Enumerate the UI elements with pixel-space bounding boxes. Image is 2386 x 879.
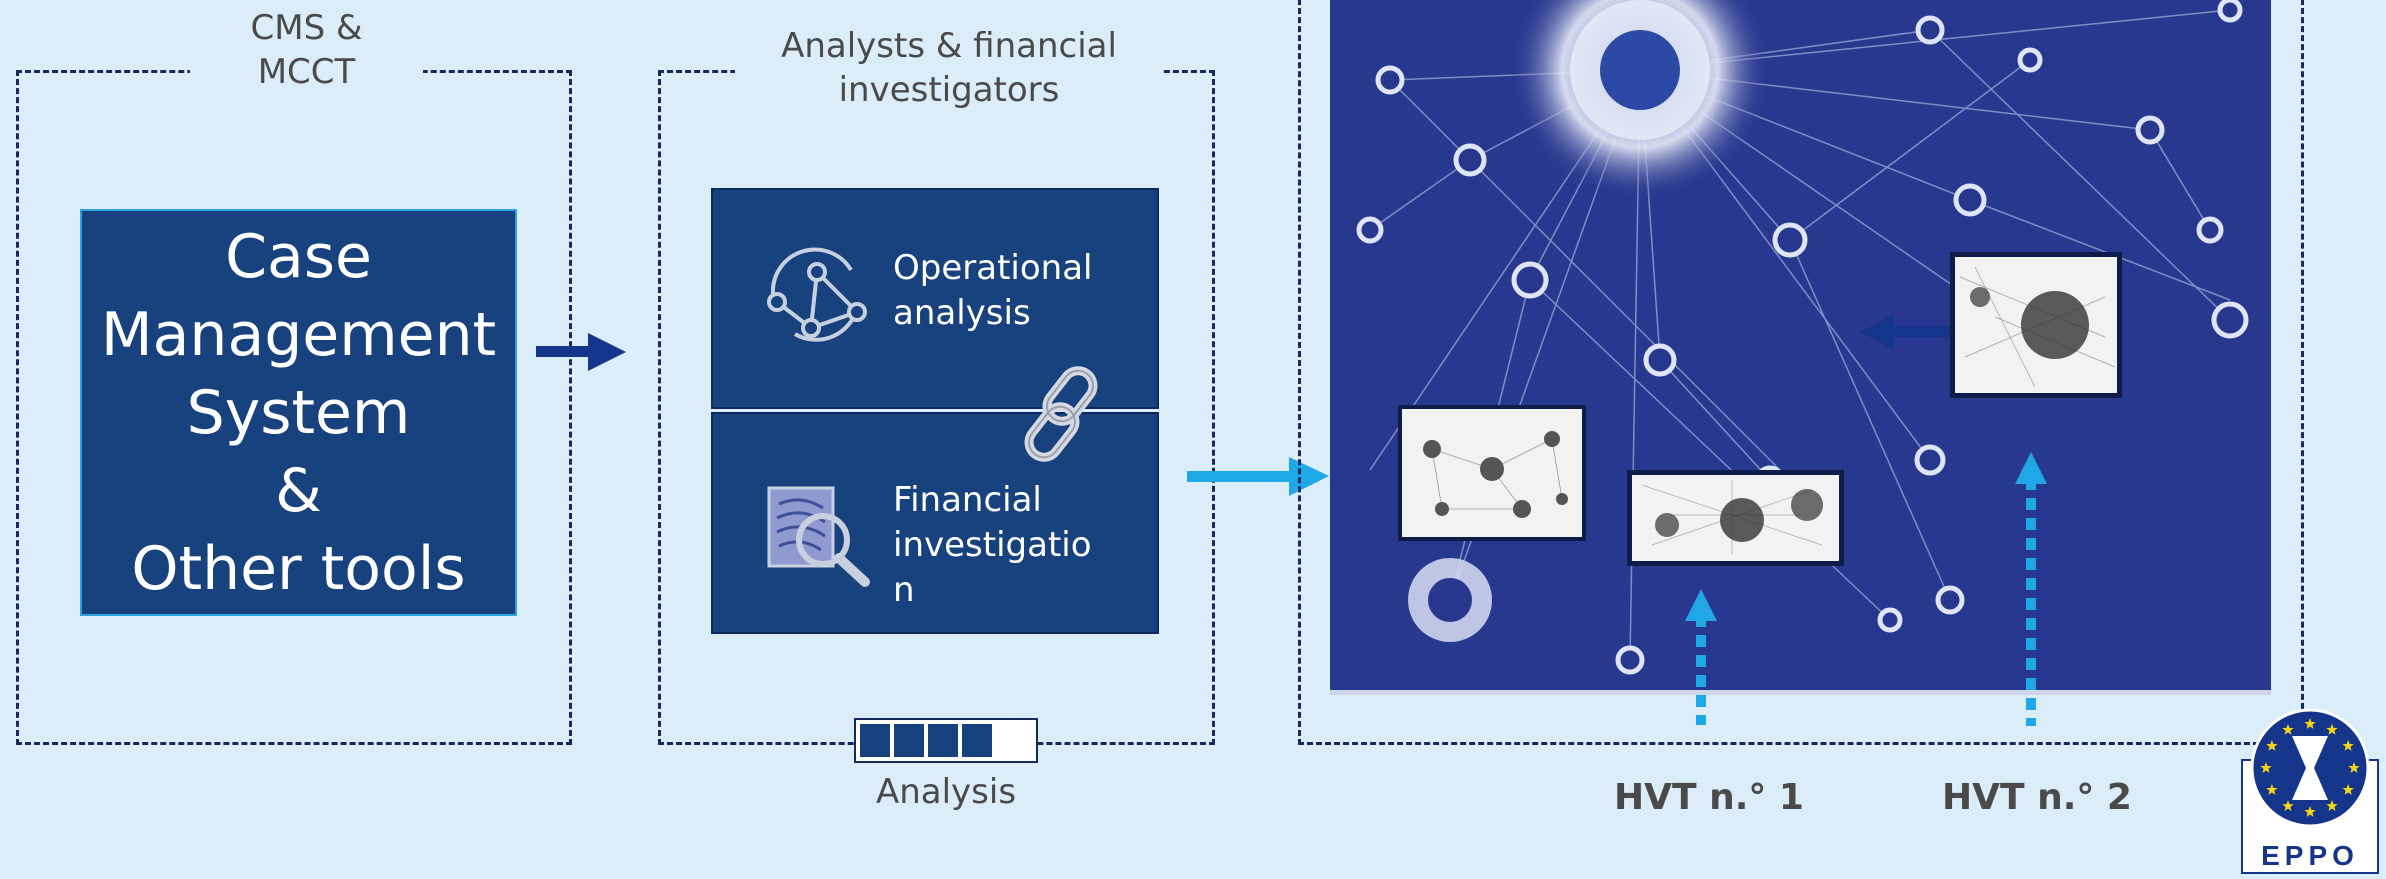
analysis-progress-segment [860, 724, 890, 757]
cms-line-4: & [275, 455, 322, 526]
analysts-group-label: Analysts & financial investigators [735, 24, 1163, 112]
eu-star-icon [2326, 723, 2338, 735]
thumbnail-graph-left [1423, 431, 1568, 518]
analysis-progress-segment [894, 724, 924, 757]
network-analysis-icon [767, 247, 867, 342]
financial-investigation-panel: Financial investigatio n [711, 412, 1159, 634]
eppo-logo: EPPO [2240, 700, 2380, 875]
analysis-progress-bar [854, 718, 1038, 763]
financial-line1: Financial [893, 480, 1042, 520]
eu-star-icon [2326, 800, 2338, 811]
eu-star-icon [2282, 723, 2294, 735]
eu-star-icon [2266, 784, 2278, 795]
analysts-label-line2: investigators [838, 70, 1060, 110]
eu-star-icon [2342, 784, 2354, 795]
hvt-2-label: HVT n.° 2 [1942, 777, 2132, 818]
arrow-cms-to-analysis [536, 333, 626, 371]
eu-star-icon [2304, 718, 2316, 729]
eu-star-icon [2266, 740, 2278, 751]
cms-line-3: System [186, 377, 411, 448]
operational-analysis-label: Operational analysis [893, 246, 1092, 336]
financial-investigation-label: Financial investigatio n [893, 478, 1092, 613]
eu-star-icon [2342, 740, 2354, 751]
analysts-label-line1: Analysts & financial [781, 26, 1117, 66]
network-graph-image [1330, 0, 2271, 695]
eu-star-icon [2282, 800, 2294, 811]
cms-mcct-label-line1: CMS & [250, 8, 363, 48]
network-thumbnail-left [1398, 405, 1586, 541]
cms-mcct-group-label: CMS & MCCT [190, 6, 423, 94]
analysis-progress-segment [928, 724, 958, 757]
eu-star-icon [2260, 762, 2272, 773]
analysis-label: Analysis [875, 772, 1017, 812]
network-thumbnail-hvt1 [1627, 470, 1844, 566]
eu-star-icon [2348, 762, 2360, 773]
cms-line-2: Management [100, 299, 497, 370]
financial-line2: investigatio [893, 525, 1092, 565]
thumbnail-graph-hvt1 [1641, 480, 1823, 555]
eu-star-icon [2304, 806, 2316, 817]
thumbnail-graph-hvt2 [1959, 266, 2116, 388]
hvt-1-label: HVT n.° 1 [1614, 777, 1804, 818]
eppo-emblem [2241, 708, 2379, 874]
chain-link-icon [1024, 366, 1098, 462]
dotted-arrow-hvt1 [1685, 589, 1717, 725]
arrow-hvt2-to-hub [1860, 314, 1950, 350]
network-group-frame [1298, 0, 2304, 745]
analysis-progress-segment [962, 724, 992, 757]
network-visualization [1330, 0, 2271, 695]
fingerprint-magnifier-icon [767, 486, 870, 587]
case-management-system-box: Case Management System & Other tools [80, 209, 517, 616]
operational-line2: analysis [893, 293, 1031, 333]
eppo-logo-text: EPPO [2261, 840, 2359, 871]
cms-line-1: Case [225, 221, 372, 292]
cms-mcct-label-line2: MCCT [257, 52, 356, 92]
financial-line3: n [893, 570, 915, 610]
dotted-arrow-hvt2 [2015, 452, 2047, 726]
cms-line-5: Other tools [131, 533, 466, 604]
operational-line1: Operational [893, 248, 1093, 288]
network-thumbnail-hvt2 [1950, 252, 2122, 398]
